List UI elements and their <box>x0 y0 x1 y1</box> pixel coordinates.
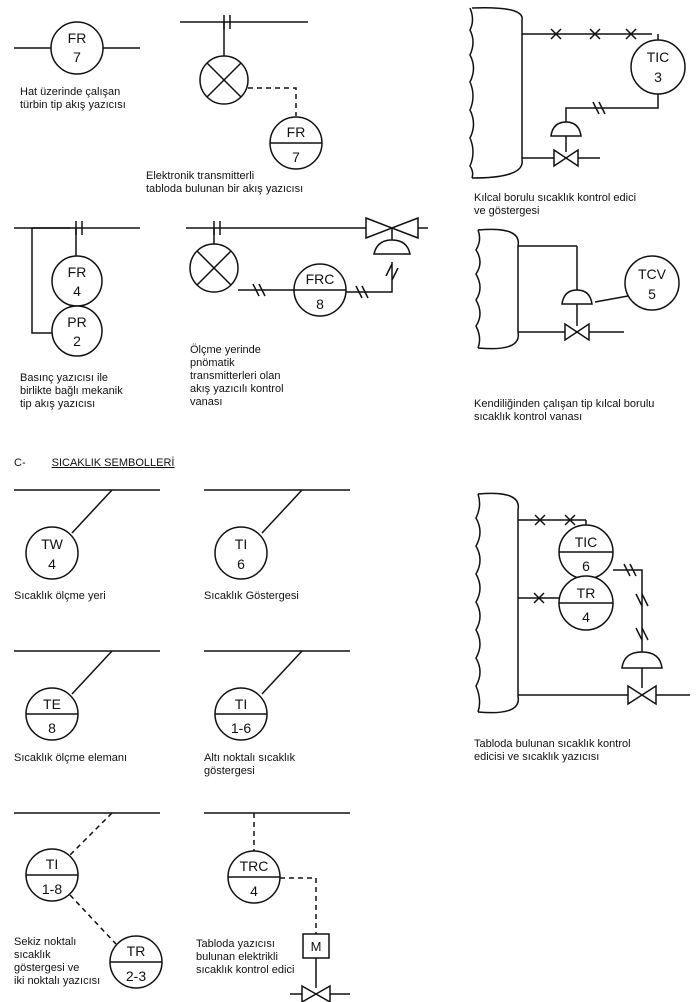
caption-eight-point: Sekiz noktalı sıcaklık göstergesi ve iki… <box>14 936 101 987</box>
fr7-board-number: 7 <box>292 149 300 165</box>
eight-point-indicator-and-recorder: TI 1-8 TR 2-3 <box>14 812 163 989</box>
self-acting-capillary-temperature-valve: TCV 5 <box>475 228 680 350</box>
fr4-tag: FR <box>68 264 87 280</box>
caption-pneumatic-valve: Ölçme yerinde pnömatik transmitterleri o… <box>190 344 284 408</box>
capillary-temperature-controller: TIC 3 <box>469 7 686 179</box>
inline-turbine-flow-recorder: FR 7 <box>14 21 140 75</box>
tic3-number: 3 <box>654 69 662 85</box>
fr7-line-tag: FR <box>68 30 87 46</box>
trc4-number: 4 <box>250 883 258 899</box>
pr2-number: 2 <box>73 333 81 349</box>
caption-electric-controller: Tabloda yazıcısı bulunan elektrikli sıca… <box>196 938 295 976</box>
tic6-tag: TIC <box>575 534 598 550</box>
tw4-number: 4 <box>48 556 56 572</box>
ti6-tag: TI <box>235 536 247 552</box>
tr4-tag: TR <box>577 585 596 601</box>
caption-board-controller: Tabloda bulunan sıcaklık kontrol edicisi… <box>474 738 631 763</box>
ti6-number: 6 <box>237 556 245 572</box>
board-temperature-controller-and-recorder: TIC 6 TR 4 <box>475 492 690 714</box>
ti18-number: 1-8 <box>42 881 62 897</box>
tcv5-number: 5 <box>648 286 656 302</box>
temperature-indicator: TI 6 <box>204 489 350 580</box>
pneumatic-flow-recorder-control-valve: FRC 8 <box>186 216 428 317</box>
six-point-temperature-indicator: TI 1-6 <box>204 650 350 741</box>
temperature-element: TE 8 <box>14 650 160 741</box>
te8-tag: TE <box>43 696 61 712</box>
tr23-number: 2-3 <box>126 968 146 984</box>
caption-temperature-well: Sıcaklık ölçme yeri <box>14 590 106 602</box>
temperature-well: TW 4 <box>14 489 160 580</box>
tr23-tag: TR <box>127 943 146 959</box>
fr7-line-number: 7 <box>73 49 81 65</box>
electronic-transmitter-flow-recorder: FR 7 <box>180 15 323 170</box>
caption-mechanical-flow: Basınç yazıcısı ile birlikte bağlı mekan… <box>20 372 123 410</box>
frc8-tag: FRC <box>306 271 335 287</box>
te8-number: 8 <box>48 720 56 736</box>
electric-temperature-recorder-controller: TRC 4 M <box>204 812 350 1002</box>
tcv5-tag: TCV <box>638 266 667 282</box>
ti16-tag: TI <box>235 696 247 712</box>
section-title: SICAKLIK SEMBOLLERİ <box>51 457 175 469</box>
caption-temperature-indicator: Sıcaklık Göstergesi <box>204 590 299 602</box>
frc8-number: 8 <box>316 296 324 312</box>
caption-self-acting-valve: Kendiliğinden çalışan tip kılcal borulu … <box>474 398 655 423</box>
caption-inline-turbine: Hat üzerinde çalışan türbin tip akış yaz… <box>20 86 126 111</box>
motor-label: M <box>311 939 322 954</box>
tr4-number: 4 <box>582 609 590 625</box>
fr7-board-tag: FR <box>287 124 306 140</box>
caption-six-point-indicator: Altı noktalı sıcaklık göstergesi <box>204 752 296 777</box>
tic6-number: 6 <box>582 558 590 574</box>
section-letter: C- <box>14 457 26 469</box>
tw4-tag: TW <box>41 536 64 552</box>
trc4-tag: TRC <box>240 858 269 874</box>
ti18-tag: TI <box>46 856 58 872</box>
ti16-number: 1-6 <box>231 720 251 736</box>
caption-electronic-transmitter: Elektronik transmitterli tabloda bulunan… <box>146 170 304 195</box>
caption-temperature-element: Sıcaklık ölçme elemanı <box>14 752 128 764</box>
fr4-number: 4 <box>73 283 81 299</box>
section-heading: C- SICAKLIK SEMBOLLERİ <box>14 457 175 470</box>
caption-capillary-controller: Kılcal borulu sıcaklık kontrol edici ve … <box>474 192 637 217</box>
pr2-tag: PR <box>67 314 86 330</box>
tic3-tag: TIC <box>647 49 670 65</box>
mechanical-flow-recorder-with-pressure: FR 4 PR 2 <box>14 221 140 357</box>
